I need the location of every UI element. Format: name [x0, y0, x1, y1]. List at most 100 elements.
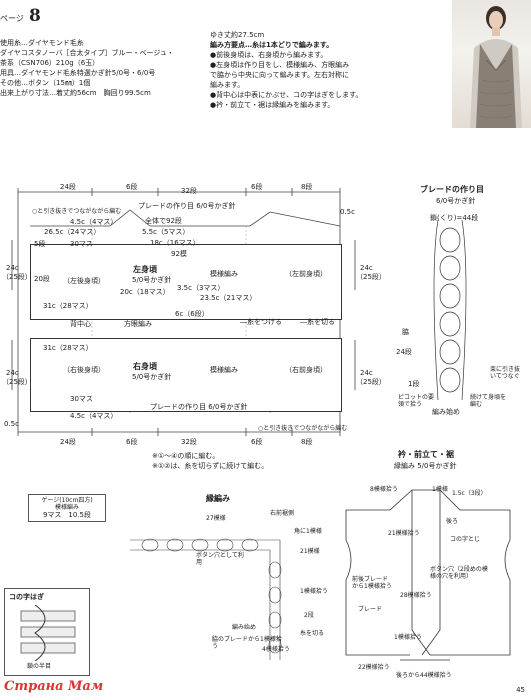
watermark: Страна Мам	[4, 679, 104, 694]
left-back-label: （左後身頃）	[63, 277, 105, 285]
note-line: ●前後身頃は、右身頃から編みます。	[210, 51, 328, 59]
material-line: ダイヤコスタノーバ［合太タイプ］ブルー・ベージュ・	[0, 49, 174, 57]
cast-on-label: プレードの作り目 6/0号かぎ針	[138, 202, 236, 210]
edging-label-4: 21模様	[300, 548, 320, 555]
side-rows-top: （25段）	[2, 273, 32, 281]
side-rows-right-top: （25段）	[356, 273, 386, 281]
collar-label-9: ブレード	[358, 606, 383, 613]
corner-seam-box: コの字はぎ 鎖の半目	[4, 588, 90, 676]
right-body-hook: 5/0号かぎ針	[132, 373, 172, 381]
collar-label-11: 22模様拾う	[358, 664, 390, 671]
braid-join: 束に引き抜いてつなぐ	[490, 366, 521, 380]
right-body-title: 右身頃	[133, 362, 157, 371]
model-figure-icon	[470, 6, 522, 128]
collar-label-0: 8模様拾う	[370, 486, 398, 493]
collar-label-1: 1模様	[432, 486, 448, 493]
braid-side: 脇	[402, 328, 409, 336]
side-height-right-bottom: 24c	[360, 369, 373, 377]
note-line: 編み方要点…糸は1本どりで編みます。	[210, 41, 334, 49]
note-line: ゆき丈約27.5cm	[210, 31, 265, 39]
material-line: 出来上がり寸法…着丈約56cm 胸回り99.5cm	[0, 89, 151, 97]
dim-bottom-8: 8段	[301, 438, 313, 446]
model-photo	[452, 0, 531, 128]
edging-label-7: 編み始め	[232, 624, 257, 631]
dim-6c: 6c（6段）	[175, 310, 209, 318]
edging-title: 縁編み	[206, 494, 230, 503]
seam-diagram-icon	[20, 605, 76, 661]
dim-4-5c: 4.5c（4マス）	[70, 218, 118, 226]
dim-31c-bottom: 31c（28マス）	[43, 344, 93, 352]
dim-bottom-6a: 6段	[126, 438, 138, 446]
collar-diagram	[345, 489, 511, 661]
dim-bottom-24: 24段	[60, 438, 76, 446]
rows-92: 92模	[171, 250, 187, 258]
braid-chart	[433, 219, 467, 401]
material-line: 使用糸…ダイヤモンド毛糸	[0, 39, 84, 47]
material-line: 用具…ダイヤモンド毛糸特選かぎ針5/0号・6/0号	[0, 69, 156, 77]
edging-label-8: 脇のブレードから1模様拾う	[212, 636, 282, 650]
dim-total-92: 全体で92段	[145, 217, 182, 225]
edging-label-6: 糸を切る	[300, 630, 325, 637]
dim-31c: 31c（28マス）	[43, 302, 93, 310]
materials-list: 使用糸…ダイヤモンド毛糸 ダイヤコスタノーバ［合太タイプ］ブルー・ベージュ・ 茶…	[0, 38, 174, 98]
side-rows-bottom: （25段）	[2, 378, 32, 386]
dim-top-32: 32段	[181, 187, 197, 195]
right-body-panel	[30, 338, 342, 412]
dim-23-5c: 23.5c（21マス）	[200, 294, 257, 302]
right-front-label: （右前身頃）	[285, 366, 327, 374]
footer-note-1: ※①～④の順に編む。	[152, 452, 220, 460]
collar-subtitle: 縁編み 5/0号かぎ針	[394, 462, 457, 470]
dim-3-5c: 3.5c（3マス）	[177, 284, 225, 292]
side-height-top: 24c	[6, 264, 19, 272]
collar-label-4: 21模様拾う	[388, 530, 420, 537]
left-front-label: （左前身頃）	[285, 270, 327, 278]
braid-title: ブレードの作り目	[420, 185, 484, 194]
left-body-hook: 5/0号かぎ針	[132, 276, 172, 284]
left-body-panel	[30, 244, 342, 320]
side-height-right-top: 24c	[360, 264, 373, 272]
collar-label-10: 1模様拾う	[394, 634, 422, 641]
edging-label-5: 1模様拾う	[300, 588, 328, 595]
right-body-pattern: 模様編み	[210, 366, 238, 374]
armhole-label: 方眼編み	[124, 320, 152, 328]
dim-top-8: 8段	[301, 183, 313, 191]
page-number: 8	[28, 6, 41, 26]
gauge-title: ゲージ(10cm四方)	[41, 497, 93, 504]
dim-18c: 18c（16マス）	[150, 239, 200, 247]
dim-bottom-32: 32段	[181, 438, 197, 446]
dim-5dan: 5段	[34, 240, 46, 248]
dim-20dan: 20段	[34, 275, 50, 283]
corner-caption: 鎖の半目	[27, 663, 52, 670]
edging-chart	[130, 538, 282, 660]
braid-continue: 続けて身頃を編む	[470, 394, 507, 408]
dim-top-6b: 6段	[251, 183, 263, 191]
edging-label-2: 角に1模様	[294, 528, 322, 535]
braid-row-1: 1段	[408, 380, 420, 388]
collar-label-2: 1.5c（3段）	[452, 490, 487, 497]
gauge-box: ゲージ(10cm四方) 模様編み 9マス 10.5段	[28, 494, 106, 522]
dim-top-24: 24段	[60, 183, 76, 191]
note-line: ●背中心は中表にかぶせ、コの字はぎをします。	[210, 91, 363, 99]
edging-label-3: ボタン穴として利用	[196, 552, 244, 566]
edging-label-10: 2段	[304, 612, 314, 619]
side-height-bottom: 24c	[6, 369, 19, 377]
collar-label-7: ボタン穴（2段めの模様の穴を利用）	[430, 566, 488, 580]
edging-label-0: 27模様	[206, 515, 226, 522]
braid-chain: 鎖(くり)=44段	[430, 214, 479, 222]
braid-hook: 6/0号かぎ針	[436, 197, 476, 205]
start-note: ○と引き抜きでつながながら編む	[32, 208, 122, 215]
dim-5-5c: 5.5c（5マス）	[142, 228, 190, 236]
footer-note-2: ※①②は、糸を切らずに続けて編む。	[152, 462, 269, 470]
material-line: その他…ボタン（15㎜）1個	[0, 79, 91, 87]
half-cm-bottom: 0.5c	[4, 420, 19, 428]
collar-label-5: コの字とじ	[450, 536, 481, 543]
braid-rows-24: 24段	[396, 348, 412, 356]
legend-cut: ―糸を切る	[300, 318, 335, 326]
material-line: 茶系（CSN706）210g（6玉）	[0, 59, 100, 67]
note-line: ●左身頃は作り目をし、模様編み、方眼編み	[210, 61, 350, 69]
gauge-subtitle: 模様編み	[54, 504, 79, 511]
dim-bottom-6b: 6段	[251, 438, 263, 446]
collar-label-6: 前後ブレードから1模様拾う	[352, 576, 392, 590]
edging-label-1: 右前裾側	[270, 510, 295, 517]
collar-label-3: 後ろ	[446, 518, 459, 525]
